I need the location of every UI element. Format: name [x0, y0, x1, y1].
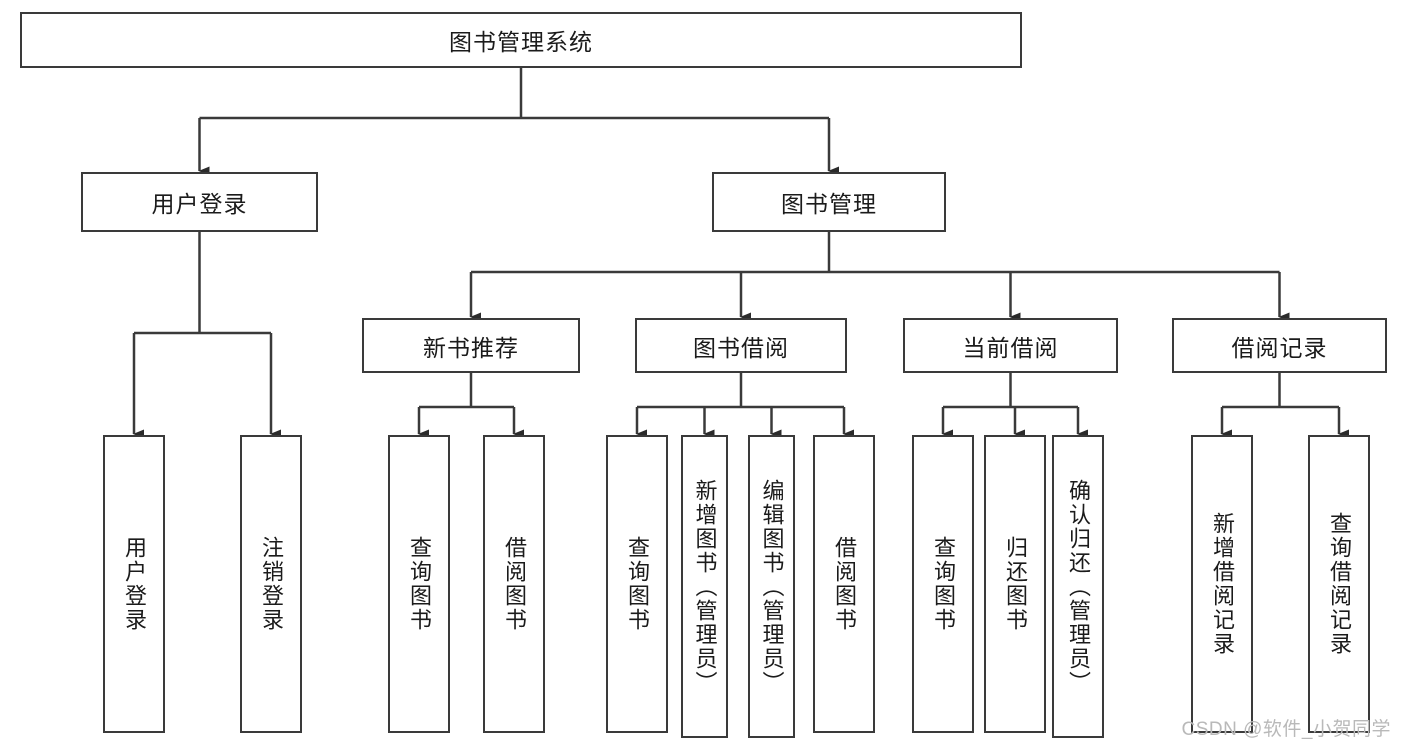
node-label: 编辑图书（管理员） — [759, 478, 785, 695]
node-l_conf[interactable]: 确认归还（管理员） — [1052, 435, 1104, 738]
node-l_add[interactable]: 新增图书（管理员） — [681, 435, 728, 738]
node-l_addrec[interactable]: 新增借阅记录 — [1191, 435, 1253, 733]
node-current[interactable]: 当前借阅 — [903, 318, 1118, 373]
node-label: 用户登录 — [121, 536, 147, 632]
node-l_edit[interactable]: 编辑图书（管理员） — [748, 435, 795, 738]
node-label: 当前借阅 — [962, 334, 1059, 361]
node-label: 借阅图书 — [831, 536, 857, 632]
node-label: 新增图书（管理员） — [692, 478, 718, 695]
node-label: 查询图书 — [406, 536, 432, 632]
node-l_login[interactable]: 用户登录 — [103, 435, 165, 733]
node-label: 借阅记录 — [1231, 334, 1328, 361]
node-records[interactable]: 借阅记录 — [1172, 318, 1387, 373]
node-l_q2[interactable]: 查询图书 — [606, 435, 668, 733]
node-label: 确认归还（管理员） — [1065, 478, 1091, 695]
node-label: 用户登录 — [151, 191, 248, 217]
node-label: 借阅图书 — [501, 536, 527, 632]
node-l_b2[interactable]: 借阅图书 — [813, 435, 875, 733]
node-label: 查询借阅记录 — [1326, 512, 1352, 656]
node-bookmgmt[interactable]: 图书管理 — [712, 172, 946, 232]
node-root[interactable]: 图书管理系统 — [20, 12, 1022, 68]
node-label: 图书管理 — [781, 191, 877, 217]
node-l_ret[interactable]: 归还图书 — [984, 435, 1046, 733]
node-borrow[interactable]: 图书借阅 — [635, 318, 847, 373]
node-label: 注销登录 — [258, 536, 284, 632]
node-label: 查询图书 — [624, 536, 650, 632]
node-label: 归还图书 — [1002, 536, 1028, 632]
node-label: 图书借阅 — [693, 334, 789, 361]
node-label: 新书推荐 — [423, 334, 519, 361]
node-label: 新增借阅记录 — [1209, 512, 1235, 656]
node-label: 查询图书 — [930, 536, 956, 632]
node-newbook[interactable]: 新书推荐 — [362, 318, 580, 373]
node-label: 图书管理系统 — [449, 29, 593, 55]
node-l_b1[interactable]: 借阅图书 — [483, 435, 545, 733]
watermark-text: CSDN @软件_小贺同学 — [1181, 719, 1391, 740]
node-login[interactable]: 用户登录 — [81, 172, 318, 232]
node-l_qryrec[interactable]: 查询借阅记录 — [1308, 435, 1370, 733]
node-l_q1[interactable]: 查询图书 — [388, 435, 450, 733]
node-l_logout[interactable]: 注销登录 — [240, 435, 302, 733]
node-l_q3[interactable]: 查询图书 — [912, 435, 974, 733]
